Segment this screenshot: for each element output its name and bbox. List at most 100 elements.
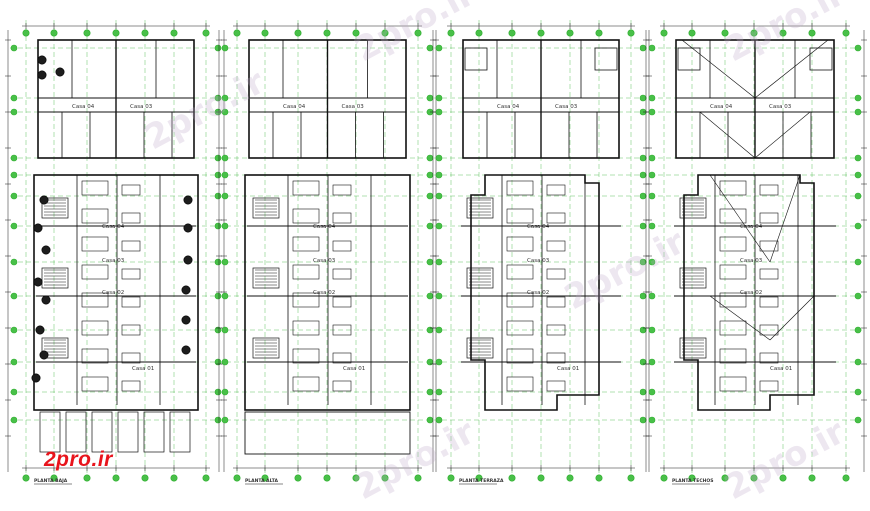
axis-bubble xyxy=(854,388,862,396)
axis-bubble xyxy=(426,44,434,52)
axis-bubble xyxy=(854,154,862,162)
axis-bubble xyxy=(426,388,434,396)
axis-bubble xyxy=(639,292,647,300)
parking-bay xyxy=(65,411,87,453)
skylight xyxy=(809,47,833,71)
axis-bubble xyxy=(10,94,18,102)
roof-slope xyxy=(754,111,811,159)
fixture xyxy=(546,380,566,392)
fixture xyxy=(332,380,352,392)
fixture xyxy=(759,212,779,224)
axis-bubble xyxy=(426,154,434,162)
axis-bubble xyxy=(221,222,229,230)
axis-bubble xyxy=(842,29,850,37)
unit-label: Casa 03 xyxy=(102,258,125,264)
stair-outline xyxy=(679,337,707,359)
axis-bubble xyxy=(214,171,222,179)
axis-bubble xyxy=(221,44,229,52)
axis-bubble xyxy=(141,29,149,37)
axis-bubble xyxy=(566,29,574,37)
fixture xyxy=(759,352,779,364)
fixture xyxy=(506,208,534,224)
axis-bubble xyxy=(352,474,360,482)
axis-bubble xyxy=(50,29,58,37)
fixture xyxy=(759,296,779,308)
fixture xyxy=(81,292,109,308)
axis-bubble xyxy=(214,326,222,334)
axis-bubble xyxy=(435,44,443,52)
fixture xyxy=(546,184,566,196)
axis-bubble xyxy=(648,154,656,162)
axis-bubble xyxy=(381,474,389,482)
fixture xyxy=(81,180,109,196)
fixture xyxy=(81,264,109,280)
plan-title: PLANTA BAJA xyxy=(34,478,68,484)
axis-bubble xyxy=(854,222,862,230)
axis-bubble xyxy=(10,222,18,230)
rear-block-outline xyxy=(244,174,411,411)
unit-label: Casa 04 xyxy=(527,224,550,230)
roof-slope xyxy=(769,174,801,263)
axis-bubble xyxy=(842,474,850,482)
axis-bubble xyxy=(10,192,18,200)
axis-bubble xyxy=(261,29,269,37)
axis-bubble xyxy=(435,94,443,102)
fixture xyxy=(292,292,320,308)
axis-bubble xyxy=(22,29,30,37)
axis-bubble xyxy=(435,222,443,230)
axis-bubble xyxy=(648,326,656,334)
axis-bubble xyxy=(508,474,516,482)
axis-bubble xyxy=(627,474,635,482)
fixture xyxy=(121,184,141,196)
axis-bubble xyxy=(352,29,360,37)
axis-bubble xyxy=(595,29,603,37)
stair-outline xyxy=(41,267,69,289)
axis-bubble xyxy=(10,108,18,116)
unit-label: Casa 04 xyxy=(497,104,520,110)
axis-bubble xyxy=(808,474,816,482)
stair-outline xyxy=(466,337,494,359)
axis-bubble xyxy=(323,474,331,482)
tree-symbol xyxy=(183,255,193,265)
axis-bubble xyxy=(854,44,862,52)
axis-bubble xyxy=(435,258,443,266)
axis-bubble xyxy=(639,416,647,424)
axis-bubble xyxy=(639,388,647,396)
axis-bubble xyxy=(221,108,229,116)
axis-bubble xyxy=(414,29,422,37)
parking-bay xyxy=(169,411,191,453)
axis-bubble xyxy=(10,416,18,424)
axis-bubble xyxy=(323,29,331,37)
axis-bubble xyxy=(435,108,443,116)
axis-bubble xyxy=(426,258,434,266)
axis-bubble xyxy=(639,258,647,266)
unit-label: Casa 04 xyxy=(313,224,336,230)
unit-label: Casa 01 xyxy=(557,366,579,372)
axis-bubble xyxy=(854,192,862,200)
axis-bubble xyxy=(648,44,656,52)
unit-label: Casa 03 xyxy=(527,258,550,264)
fixture xyxy=(719,348,747,364)
axis-bubble xyxy=(214,358,222,366)
fixture xyxy=(292,208,320,224)
axis-bubble xyxy=(83,474,91,482)
axis-bubble xyxy=(22,474,30,482)
parking-bay xyxy=(117,411,139,453)
fixture xyxy=(759,240,779,252)
axis-bubble xyxy=(750,29,758,37)
axis-bubble xyxy=(721,29,729,37)
axis-bubble xyxy=(10,326,18,334)
axis-bubble xyxy=(214,192,222,200)
axis-bubble xyxy=(426,292,434,300)
axis-bubble xyxy=(854,326,862,334)
stair-outline xyxy=(41,197,69,219)
tree-symbol xyxy=(35,325,45,335)
axis-bubble xyxy=(435,416,443,424)
unit-label: Casa 04 xyxy=(72,104,95,110)
axis-bubble xyxy=(537,29,545,37)
rear-block-outline xyxy=(683,174,815,411)
axis-bubble xyxy=(141,474,149,482)
axis-bubble xyxy=(435,154,443,162)
axis-bubble xyxy=(648,108,656,116)
axis-bubble xyxy=(660,474,668,482)
